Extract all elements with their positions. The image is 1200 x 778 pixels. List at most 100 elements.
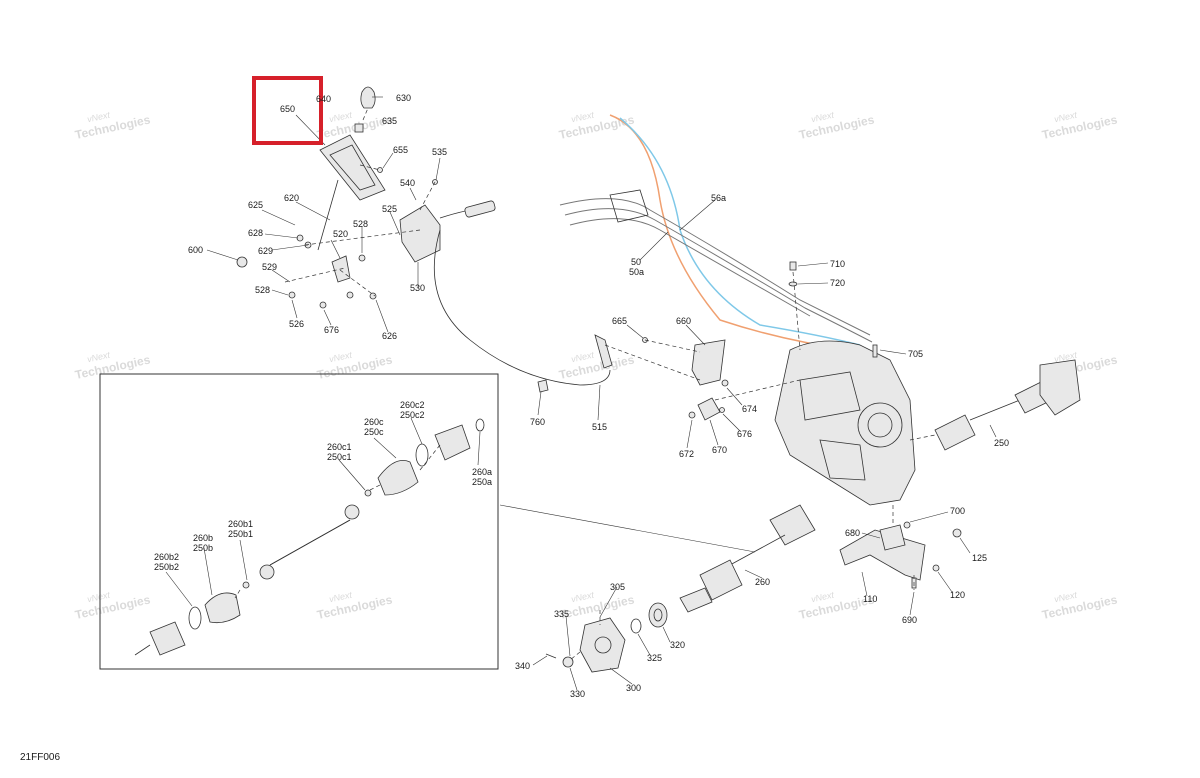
inner-cv-housing [434,424,471,461]
bolt [789,261,797,271]
detail-leader-line [499,504,756,553]
callout-50[interactable]: 50 [631,257,641,267]
svg-text:vNext: vNext [810,110,835,125]
callout-540[interactable]: 540 [400,178,415,188]
knob-adapter [354,123,364,133]
cable-clip [537,379,549,393]
callout-110[interactable]: 110 [863,594,877,604]
callout-650[interactable]: 650 [280,104,295,114]
callout-325[interactable]: 325 [647,653,662,663]
callout-635[interactable]: 635 [382,116,397,126]
cable-end [594,334,613,369]
svg-text:vNext: vNext [810,590,835,605]
screw [872,344,878,358]
svg-text:Technologies: Technologies [558,592,636,622]
callout-250c2[interactable]: 250c2 [400,410,425,420]
bolt [319,301,327,309]
callout-672[interactable]: 672 [679,449,694,459]
callout-629[interactable]: 629 [258,246,273,256]
watermark: vNext Technologies [798,110,876,142]
callout-655[interactable]: 655 [393,145,408,155]
callout-labels: 650 640 630 635 655 535 540 620 625 628 … [154,93,1009,699]
callout-305[interactable]: 305 [610,582,625,592]
watermark: vNext Technologies [316,350,394,382]
callout-600[interactable]: 600 [188,245,203,255]
callout-665[interactable]: 665 [612,316,627,326]
callout-260c2[interactable]: 260c2 [400,400,425,410]
detail-frame [99,373,499,670]
callout-260c[interactable]: 260c [364,417,384,427]
callout-720[interactable]: 720 [830,278,845,288]
callout-250b[interactable]: 250b [193,543,213,553]
callout-626[interactable]: 626 [382,331,397,341]
nut [903,521,911,529]
callout-260[interactable]: 260 [755,577,770,587]
svg-text:vNext: vNext [1053,110,1078,125]
callout-690[interactable]: 690 [902,615,917,625]
washer [346,291,354,299]
callout-260b1[interactable]: 260b1 [228,519,253,529]
callout-535[interactable]: 535 [432,147,447,157]
callout-56a[interactable]: 56a [711,193,726,203]
svg-text:vNext: vNext [570,110,595,125]
callout-250[interactable]: 250 [994,438,1009,448]
callout-260c1[interactable]: 260c1 [327,442,352,452]
callout-330[interactable]: 330 [570,689,585,699]
hub-flange [1039,359,1081,416]
callout-250a[interactable]: 250a [472,477,492,487]
callout-660[interactable]: 660 [676,316,691,326]
callout-700[interactable]: 700 [950,506,965,516]
callout-260a[interactable]: 260a [472,467,492,477]
engine-mount [879,524,906,551]
callout-530[interactable]: 530 [410,283,425,293]
svg-text:vNext: vNext [1053,590,1078,605]
callout-515[interactable]: 515 [592,422,607,432]
callout-250b1[interactable]: 250b1 [228,529,253,539]
callout-710[interactable]: 710 [830,259,845,269]
callout-528-lower[interactable]: 528 [255,285,270,295]
callout-260b[interactable]: 260b [193,533,213,543]
svg-text:Technologies: Technologies [74,352,152,382]
watermark: vNext Technologies [74,110,152,142]
callout-670[interactable]: 670 [712,445,727,455]
callout-120[interactable]: 120 [950,590,965,600]
shift-plate [319,134,386,201]
callout-529[interactable]: 529 [262,262,277,272]
callout-320[interactable]: 320 [670,640,685,650]
callout-526[interactable]: 526 [289,319,304,329]
nut [369,292,377,300]
svg-text:vNext: vNext [328,110,353,125]
callout-125[interactable]: 125 [972,553,987,563]
callout-250c1[interactable]: 250c1 [327,452,352,462]
callout-340[interactable]: 340 [515,661,530,671]
callout-625[interactable]: 625 [248,200,263,210]
callout-520[interactable]: 520 [333,229,348,239]
callout-676-left[interactable]: 676 [324,325,339,335]
callout-250b2[interactable]: 250b2 [154,562,179,572]
svg-text:vNext: vNext [86,350,111,365]
callout-680[interactable]: 680 [845,528,860,538]
cable-bracket [399,204,441,263]
callout-676-right[interactable]: 676 [737,429,752,439]
callout-260b2[interactable]: 260b2 [154,552,179,562]
callout-528-upper[interactable]: 528 [353,219,368,229]
callout-620[interactable]: 620 [284,193,299,203]
callout-300[interactable]: 300 [626,683,641,693]
callout-674[interactable]: 674 [742,404,757,414]
callout-760[interactable]: 760 [530,417,545,427]
nut [288,291,296,299]
callout-628-upper[interactable]: 628 [248,228,263,238]
svg-text:Technologies: Technologies [558,352,636,382]
callout-705[interactable]: 705 [908,349,923,359]
callout-250c[interactable]: 250c [364,427,384,437]
callout-630[interactable]: 630 [396,93,411,103]
callout-335[interactable]: 335 [554,609,569,619]
callout-640[interactable]: 640 [316,94,331,104]
clip [236,256,248,268]
screw [377,167,383,173]
driveshaft-detail-box [99,373,499,670]
gearbox-housing [774,340,916,506]
snap-ring [242,581,250,589]
callout-50a[interactable]: 50a [629,267,644,277]
callout-525[interactable]: 525 [382,204,397,214]
